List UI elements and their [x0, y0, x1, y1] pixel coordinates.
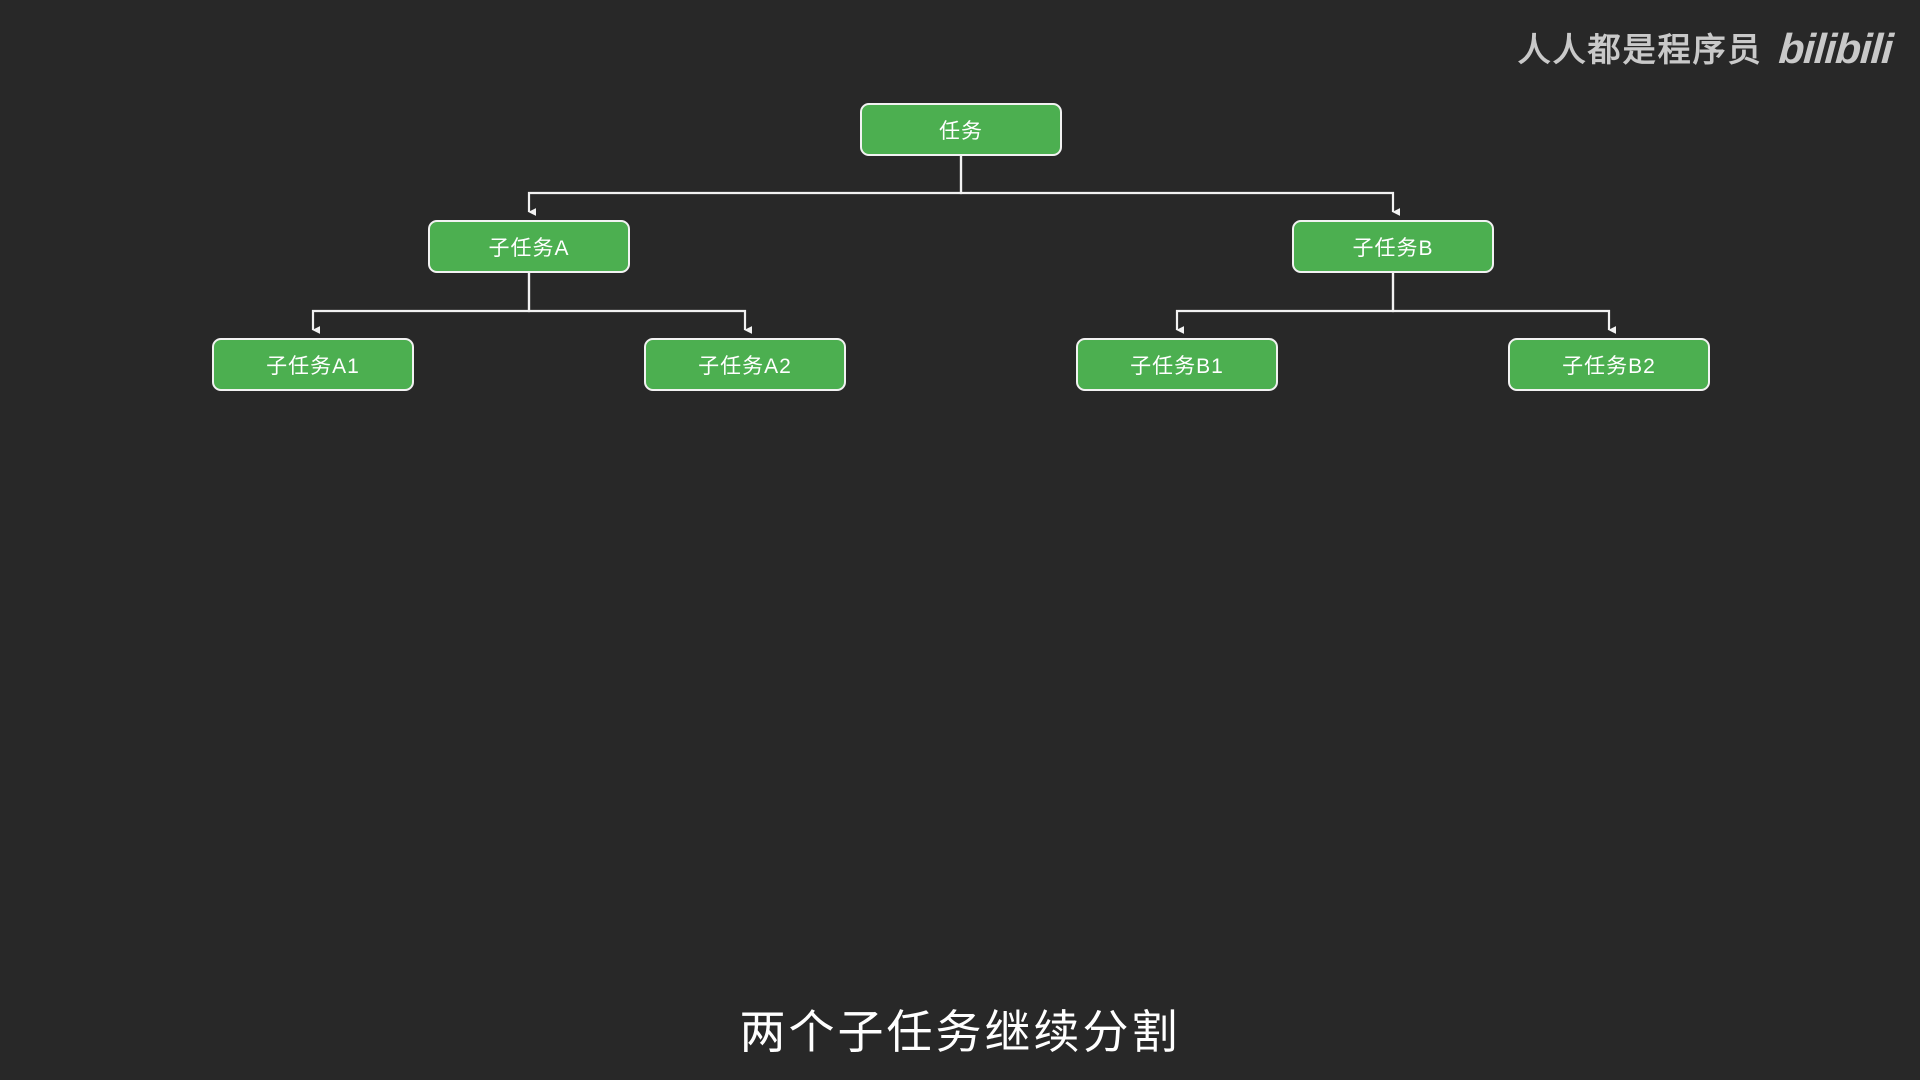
edge-b-to-b2 — [1391, 273, 1617, 334]
edge-b-to-b1 — [1175, 273, 1395, 334]
node-subtask-b2[interactable]: 子任务B2 — [1508, 338, 1710, 391]
edge-a-to-a1 — [311, 273, 531, 334]
node-subtask-b1[interactable]: 子任务B1 — [1076, 338, 1278, 391]
node-subtask-b[interactable]: 子任务B — [1292, 220, 1494, 273]
caption-text: 两个子任务继续分割 — [739, 1006, 1181, 1058]
node-subtask-a1[interactable]: 子任务A1 — [212, 338, 414, 391]
edge-a-to-a2 — [527, 273, 753, 334]
edge-root-to-a — [527, 156, 963, 216]
node-root[interactable]: 任务 — [860, 103, 1062, 156]
edge-root-to-b — [959, 156, 1401, 216]
node-subtask-a[interactable]: 子任务A — [428, 220, 630, 273]
node-subtask-a2[interactable]: 子任务A2 — [644, 338, 846, 391]
